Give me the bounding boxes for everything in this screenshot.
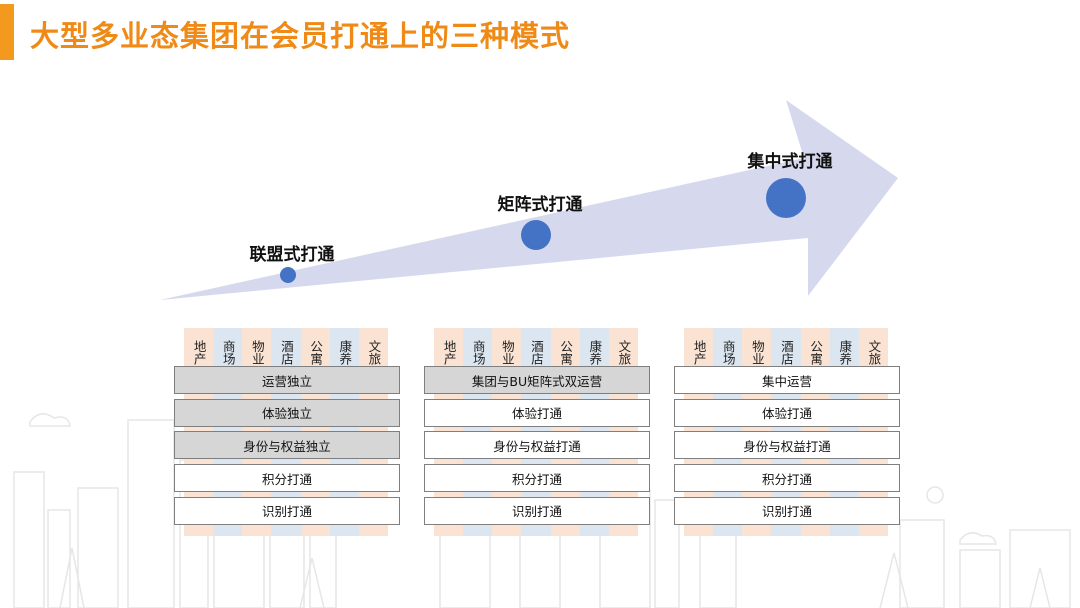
business-column-label: 文旅: [866, 340, 882, 365]
model-panel-alliance: 地产 商场 物业 酒店 公寓 康养 文旅 运营独立 体验独立 身份与权益独立 积…: [174, 328, 400, 536]
business-column-label: 公寓: [558, 340, 574, 365]
layer-stack: 集团与BU矩阵式双运营 体验打通 身份与权益打通 积分打通 识别打通: [424, 366, 650, 529]
layer-identity-rights: 身份与权益独立: [174, 431, 400, 460]
business-column-label: 商场: [720, 340, 736, 365]
stage-marker-alliance: [280, 267, 296, 283]
business-column-label: 康养: [587, 340, 603, 365]
business-column-label: 康养: [337, 340, 353, 365]
business-column-label: 地产: [191, 340, 207, 365]
business-column-label: 公寓: [308, 340, 324, 365]
business-column-label: 公寓: [808, 340, 824, 365]
layer-identification: 识别打通: [674, 496, 900, 525]
layer-identification: 识别打通: [174, 496, 400, 525]
layer-experience: 体验独立: [174, 398, 400, 427]
stage-label-centralized: 集中式打通: [747, 152, 833, 172]
business-column-label: 酒店: [279, 340, 294, 365]
title-accent-bar: [0, 4, 14, 60]
business-column-label: 地产: [441, 340, 457, 365]
business-column-label: 文旅: [616, 340, 632, 365]
business-column-label: 康养: [837, 340, 853, 365]
business-column-label: 物业: [499, 340, 515, 365]
layer-stack: 运营独立 体验独立 身份与权益独立 积分打通 识别打通: [174, 366, 400, 529]
layer-stack: 集中运营 体验打通 身份与权益打通 积分打通 识别打通: [674, 366, 900, 529]
stage-label-alliance: 联盟式打通: [249, 245, 335, 265]
business-column-label: 物业: [249, 340, 265, 365]
stage-marker-matrix: [521, 220, 551, 250]
business-column-label: 酒店: [779, 340, 794, 365]
business-column-label: 商场: [220, 340, 236, 365]
layer-points: 积分打通: [424, 464, 650, 493]
layer-identification: 识别打通: [424, 496, 650, 525]
stage-label-matrix: 矩阵式打通: [497, 195, 583, 215]
layer-identity-rights: 身份与权益打通: [674, 431, 900, 460]
business-column-label: 物业: [749, 340, 765, 365]
page-title: 大型多业态集团在会员打通上的三种模式: [30, 19, 571, 53]
layer-experience: 体验打通: [424, 398, 650, 427]
layer-operation: 运营独立: [174, 366, 400, 394]
layer-points: 积分打通: [174, 464, 400, 493]
stage-marker-centralized: [766, 178, 806, 218]
layer-identity-rights: 身份与权益打通: [424, 431, 650, 460]
layer-operation: 集中运营: [674, 366, 900, 394]
layer-experience: 体验打通: [674, 398, 900, 427]
growth-arrow: [160, 100, 898, 300]
layer-points: 积分打通: [674, 464, 900, 493]
model-panel-matrix: 地产 商场 物业 酒店 公寓 康养 文旅 集团与BU矩阵式双运营 体验打通 身份…: [424, 328, 650, 536]
business-column-label: 酒店: [529, 340, 544, 365]
business-column-label: 文旅: [366, 340, 382, 365]
model-panel-centralized: 地产 商场 物业 酒店 公寓 康养 文旅 集中运营 体验打通 身份与权益打通 积…: [674, 328, 900, 536]
business-column-label: 地产: [691, 340, 707, 365]
layer-operation: 集团与BU矩阵式双运营: [424, 366, 650, 394]
business-column-label: 商场: [470, 340, 486, 365]
